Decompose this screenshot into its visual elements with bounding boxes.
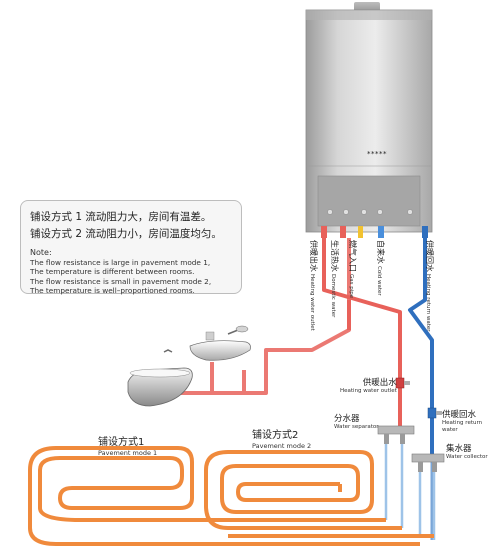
separator-feed-lines [384,444,404,528]
heating-outlet-valve [395,377,410,389]
note-en-line-2: The temperature is different between roo… [30,267,195,277]
heating-outlet-pipe [322,238,402,428]
note-en-line-1: The flow resistance is large in pavement… [30,258,211,267]
stub-gas [358,226,363,238]
heating-return-pipe [408,238,434,455]
label-cold-water: 自来水Cold water [376,240,385,296]
boiler-unit [305,2,433,233]
boiler-connector [361,209,367,215]
stub-domestic-hot [340,226,346,238]
label-domestic-hot-water: 生活热水Domestic water [330,240,339,318]
note-cn-line-2: 铺设方式 2 流动阻力小，房间温度均匀。 [30,228,222,240]
boiler-outlet-stubs [321,226,428,238]
water-separator [377,425,415,444]
label-water-collector: 集水器 Water collector [446,444,488,460]
label-heating-return: 供暖回水Heating return water [425,240,434,332]
label-pavement-mode-1: 铺设方式1 Pavement mode 1 [98,437,158,457]
boiler-connector [407,209,413,215]
notes-panel: 铺设方式 1 流动阻力大，房间有温差。 铺设方式 2 流动阻力小，房间温度均匀。… [20,200,242,295]
washbasin [189,331,251,361]
shower-head [227,325,249,335]
pavement-mode-2-loop [204,450,402,530]
faucet [163,349,173,353]
boiler-connector [377,209,383,215]
note-heading: Note: [30,248,52,257]
water-collector [411,453,445,472]
stub-heating-return [422,226,428,238]
boiler-lower-panel [317,175,421,227]
boiler-connector [327,209,333,215]
heating-return-valve [427,407,442,419]
stub-heating-outlet [321,226,327,238]
pavement-mode-1-loop [28,446,420,546]
boiler-top-band [306,10,432,20]
label-gas-pipe: 燃气入口Gas pipe [348,240,357,299]
pavement-mode-2-return [228,484,434,538]
note-en-line-4: The temperature is well–proportioned roo… [30,285,195,295]
label-return-valve: 供暖回水 Heating return water [442,410,483,433]
label-water-separator: 分水器 Water separator [334,414,379,430]
label-outlet-valve: 供暖出水 Heating water outlet [340,378,397,394]
boiler-display: ***** [367,150,387,158]
boiler-connector [343,209,349,215]
note-cn-line-1: 铺设方式 1 流动阻力大，房间有温差。 [30,211,212,223]
label-pavement-mode-2: 铺设方式2 Pavement mode 2 [252,430,312,450]
note-en-line-3: The flow resistance is small in pavement… [30,276,212,286]
stub-cold-water [378,226,384,238]
bathtub [127,367,193,407]
label-heating-outlet: 供暖出水Heating water outlet [309,240,318,331]
collector-feed-lines [418,472,436,540]
